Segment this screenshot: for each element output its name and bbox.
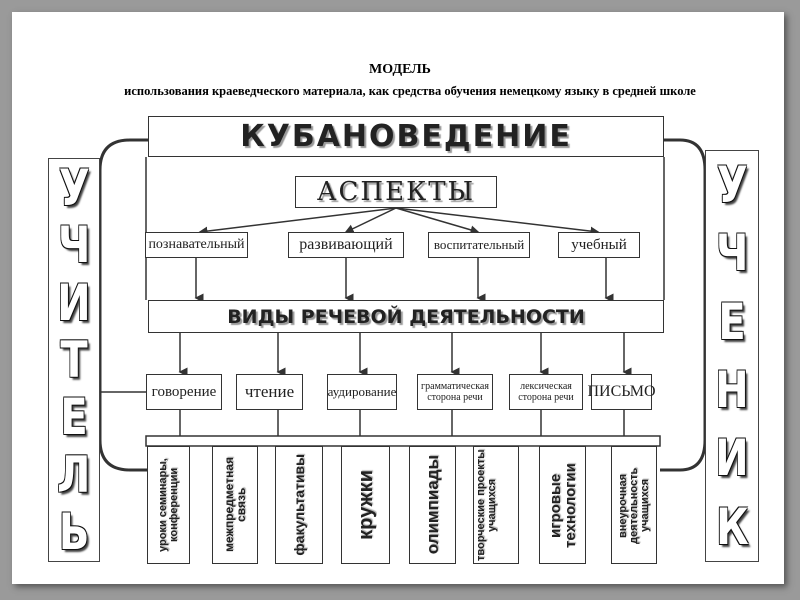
teacher-letter: Т <box>60 330 88 389</box>
student-letter: У <box>716 156 748 215</box>
activities-title-box: ВИДЫ РЕЧЕВОЙ ДЕЯТЕЛЬНОСТИ <box>148 300 664 333</box>
aspect-box: познавательный <box>145 232 248 258</box>
form-label: факультативы <box>291 454 307 556</box>
activity-box: грамматическая сторона речи <box>417 374 493 410</box>
student-letter: И <box>715 429 749 488</box>
activity-box: аудирование <box>327 374 397 410</box>
student-letter: Н <box>715 361 749 420</box>
form-label: олимпиады <box>423 455 442 555</box>
teacher-letter: Ч <box>57 216 91 275</box>
teacher-letter: Е <box>60 388 88 447</box>
teacher-letter: Л <box>57 445 91 504</box>
activity-box: лексическая сторона речи <box>509 374 583 410</box>
teacher-letter: У <box>58 158 90 217</box>
form-label: творческие проекты учащихся <box>475 449 498 561</box>
form-label: уроки семинары, конференции <box>156 458 180 552</box>
student-letter: Ч <box>715 224 749 283</box>
diagram-subtitle: использования краеведческого материала, … <box>124 84 696 98</box>
aspect-box: учебный <box>558 232 640 258</box>
teacher-letter: И <box>57 273 91 332</box>
diagram-title: МОДЕЛЬ <box>369 62 431 77</box>
form-label: межпредметная связь <box>222 457 248 553</box>
activity-box: чтение <box>236 374 303 410</box>
aspect-box: развивающий <box>288 232 404 258</box>
teacher-letter: Ь <box>58 503 90 562</box>
aspect-box: воспитательный <box>428 232 530 258</box>
form-label: кружки <box>354 470 377 540</box>
form-label: игровые технологии <box>546 462 579 548</box>
aspects-title-box: АСПЕКТЫ <box>295 176 497 208</box>
main-topic-box: КУБАНОВЕДЕНИЕ <box>148 116 664 157</box>
activity-box: говорение <box>146 374 222 410</box>
activity-box: ПИСЬМО <box>587 374 656 410</box>
student-letter: К <box>715 497 749 556</box>
student-letter: Е <box>718 292 746 351</box>
form-label: внеурочная деятельность учащихся <box>616 466 651 544</box>
